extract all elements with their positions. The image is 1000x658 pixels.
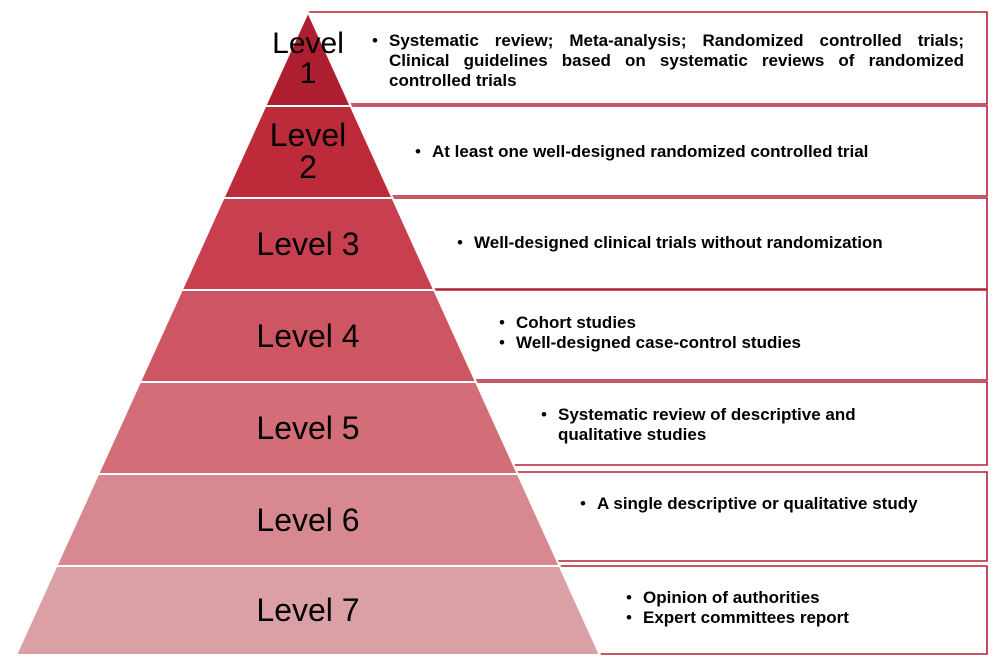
description-item: Systematic review of descriptive and qua…	[541, 405, 931, 445]
description-list-level-3: Well-designed clinical trials without ra…	[457, 233, 977, 253]
level-label-text: Level	[269, 117, 347, 153]
level-label-text: Level 3	[256, 226, 360, 262]
level-label-3: Level 3	[218, 204, 398, 284]
level-label-text: Level 6	[256, 502, 360, 538]
description-item: Well-designed case-control studies	[499, 333, 959, 353]
description-box-level-6	[515, 471, 988, 562]
description-item: At least one well-designed randomized co…	[415, 142, 975, 162]
pyramid-tier-level-7	[14, 565, 602, 656]
description-item: A single descriptive or qualitative stud…	[580, 494, 930, 514]
level-label-7: Level 7	[218, 570, 398, 650]
level-label-number: 1	[299, 57, 317, 90]
level-label-number: 2	[299, 149, 317, 185]
description-list-level-7: Opinion of authoritiesExpert committees …	[626, 588, 966, 628]
level-label-text: Level 7	[256, 592, 360, 628]
description-list-level-5: Systematic review of descriptive and qua…	[541, 405, 931, 445]
level-label-4: Level 4	[218, 296, 398, 376]
description-list-level-6: A single descriptive or qualitative stud…	[580, 494, 930, 514]
description-item: Opinion of authorities	[626, 588, 966, 608]
description-item: Expert committees report	[626, 608, 966, 628]
level-label-text: Level 4	[256, 318, 360, 354]
description-list-level-4: Cohort studiesWell-designed case-control…	[499, 313, 959, 353]
description-item: Cohort studies	[499, 313, 959, 333]
description-list-level-1: Systematic review; Meta-analysis; Random…	[372, 31, 964, 91]
level-label-text: Level	[272, 27, 344, 60]
description-list-level-2: At least one well-designed randomized co…	[415, 142, 975, 162]
description-item: Well-designed clinical trials without ra…	[457, 233, 977, 253]
description-item: Systematic review; Meta-analysis; Random…	[372, 31, 964, 91]
level-label-5: Level 5	[218, 388, 398, 468]
level-label-6: Level 6	[218, 480, 398, 560]
level-label-text: Level 5	[256, 410, 360, 446]
